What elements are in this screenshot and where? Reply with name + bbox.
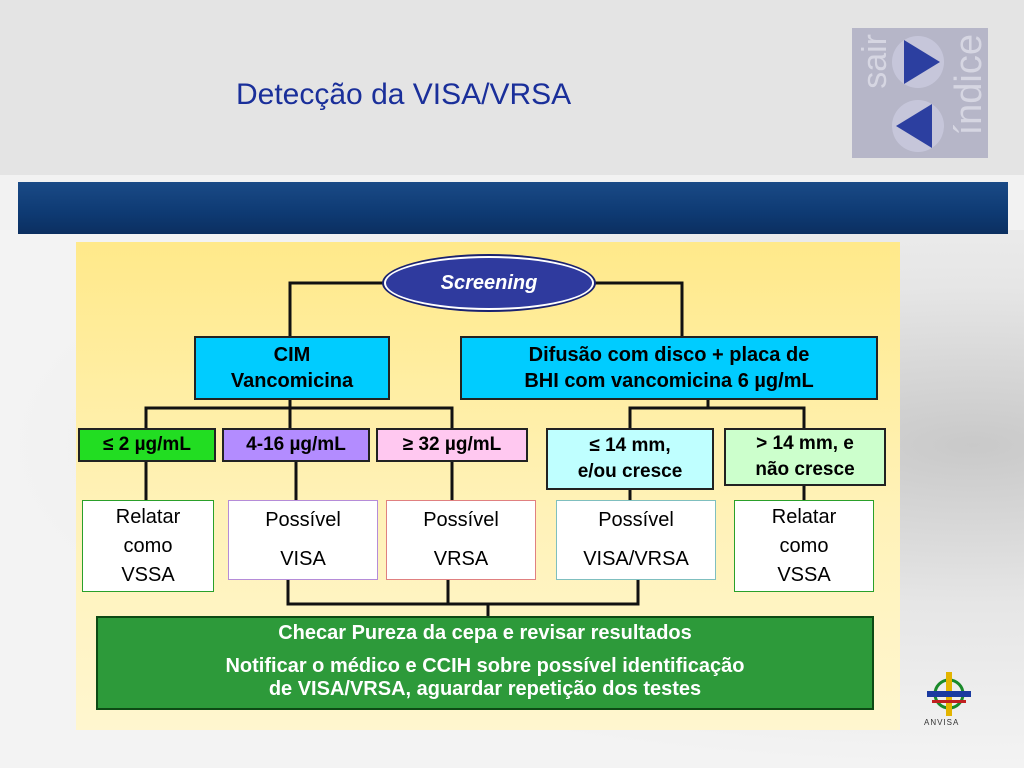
nav-panel: sair índice	[852, 28, 990, 158]
header-band	[18, 182, 1008, 234]
slide-title: Detecção da VISA/VRSA	[236, 78, 572, 111]
zone-le14-node: ≤ 14 mm, e/ou cresce	[546, 428, 714, 490]
zone-gt14-node: > 14 mm, e não cresce	[724, 428, 886, 486]
result-vssa-2-line3: VSSA	[777, 563, 831, 586]
disc-line2: BHI com vancomicina 6 µg/mL	[524, 370, 814, 392]
result-visa-vrsa-line1: Possível	[598, 509, 674, 531]
result-vssa-2-line2: como	[779, 534, 829, 557]
connector-lines	[144, 281, 806, 616]
mic-4-16-label: 4-16 µg/mL	[246, 434, 346, 455]
disc-line1: Difusão com disco + placa de	[528, 344, 810, 366]
result-vrsa: Possível VRSA	[386, 500, 536, 580]
result-vrsa-line2: VRSA	[433, 548, 489, 570]
result-visa-line1: Possível	[265, 509, 341, 531]
mic-ge32-node: ≥ 32 µg/mL	[376, 428, 528, 462]
result-vssa-1-line1: Relatar	[115, 505, 181, 528]
result-vssa-1-line2: como	[123, 534, 173, 557]
result-vrsa-line1: Possível	[423, 509, 499, 531]
result-vssa-2: Relatar como VSSA	[734, 500, 874, 592]
screening-node: Screening	[384, 256, 594, 310]
zone-gt14-line2: não cresce	[755, 459, 855, 480]
flowchart: Screening CIM Vancomicina Difusão com di…	[76, 242, 900, 730]
cim-node: CIM Vancomicina	[194, 336, 390, 400]
exit-label[interactable]: sair	[856, 34, 894, 89]
anvisa-logo-icon	[927, 672, 971, 716]
screening-label: Screening	[440, 271, 538, 294]
cim-line2: Vancomicina	[230, 370, 354, 392]
result-visa: Possível VISA	[228, 500, 378, 580]
result-visa-line2: VISA	[280, 548, 326, 570]
result-visa-vrsa-line2: VISA/VRSA	[583, 548, 689, 570]
logo-text: ANVISA	[924, 718, 960, 727]
result-vssa-1: Relatar como VSSA	[82, 500, 214, 592]
index-label[interactable]: índice	[948, 34, 990, 136]
final-line2: Notificar o médico e CCIH sobre possível…	[225, 655, 745, 677]
zone-le14-line2: e/ou cresce	[577, 461, 683, 482]
disc-diffusion-node: Difusão com disco + placa de BHI com van…	[460, 336, 878, 400]
zone-gt14-line1: > 14 mm, e	[756, 433, 854, 454]
arrow-left-icon[interactable]	[890, 98, 946, 154]
mic-le2-node: ≤ 2 µg/mL	[78, 428, 216, 462]
result-vssa-2-line1: Relatar	[771, 505, 837, 528]
result-visa-vrsa: Possível VISA/VRSA	[556, 500, 716, 580]
result-vssa-1-line3: VSSA	[121, 563, 175, 586]
arrow-right-icon[interactable]	[890, 34, 946, 90]
zone-le14-line1: ≤ 14 mm,	[589, 435, 671, 456]
final-action-node: Checar Pureza da cepa e revisar resultad…	[96, 616, 874, 710]
mic-ge32-label: ≥ 32 µg/mL	[402, 434, 502, 455]
cim-line1: CIM	[273, 344, 311, 366]
mic-le2-label: ≤ 2 µg/mL	[103, 434, 191, 455]
mic-4-16-node: 4-16 µg/mL	[222, 428, 370, 462]
final-line1: Checar Pureza da cepa e revisar resultad…	[278, 622, 692, 644]
final-line3: de VISA/VRSA, aguardar repetição dos tes…	[268, 678, 702, 700]
